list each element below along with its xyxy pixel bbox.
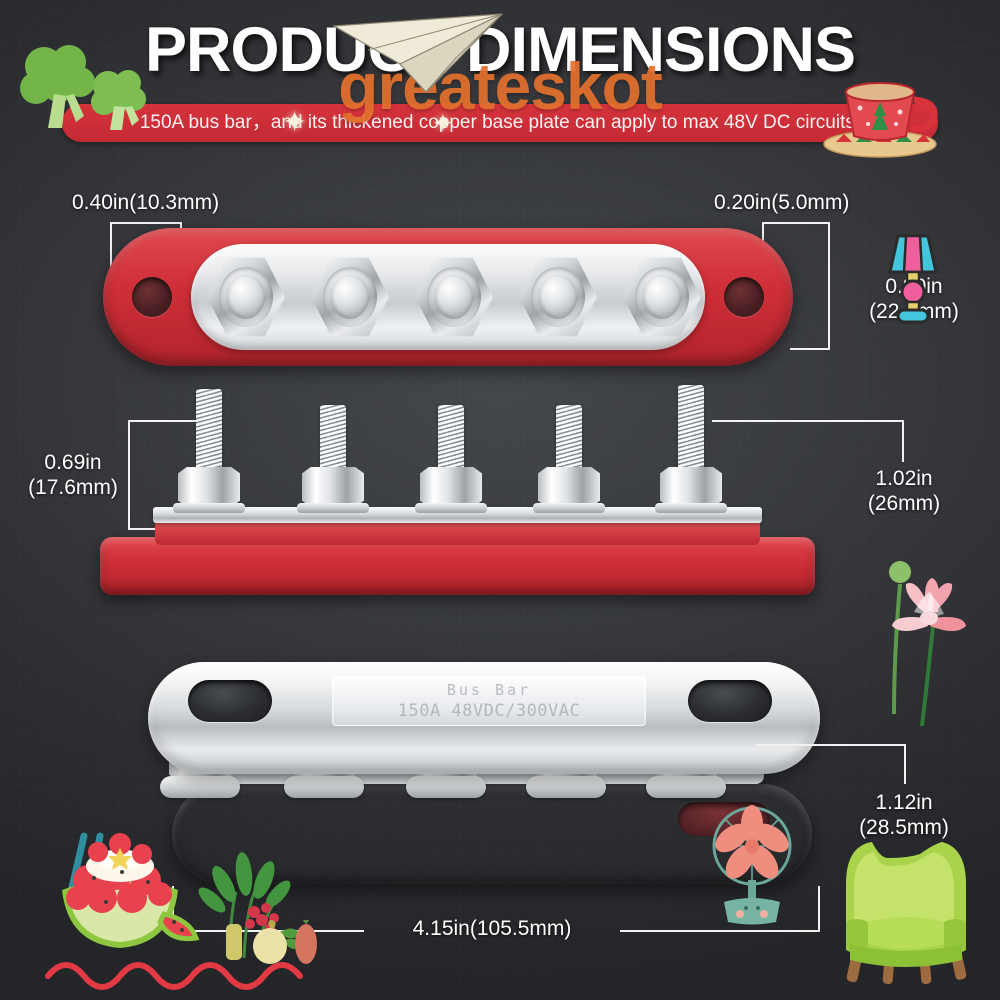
dimension-persp-right-line2: (28.5mm) <box>859 816 949 839</box>
dimension-side-left-line2: (17.6mm) <box>28 476 118 499</box>
dimension-label-side-left: 0.69in (17.6mm) <box>14 450 132 500</box>
stud-washer <box>415 503 487 513</box>
stud-hex-nut <box>302 467 364 507</box>
nut-dome <box>331 275 369 319</box>
leader-line-top-left-top <box>110 222 182 224</box>
subtitle-text: 150A bus bar，and its thickened copper ba… <box>139 112 861 133</box>
terminal-nut-5 <box>623 256 701 338</box>
perspective-hole-left <box>188 680 272 722</box>
leader-line-persp-right-vertical <box>904 744 906 784</box>
stud-washer <box>655 503 727 513</box>
nut-flange <box>526 776 606 798</box>
vegetables-icon <box>226 920 317 964</box>
dimension-top-height-line1: 0.90in <box>885 275 943 298</box>
nut-flange <box>406 776 486 798</box>
terminal-nut-1 <box>207 256 285 338</box>
stud-thread <box>678 385 704 467</box>
perspective-hole-right <box>688 680 772 722</box>
leader-line-side-right-vertical <box>902 420 904 462</box>
stud-thread <box>320 405 346 467</box>
stud-washer <box>173 503 245 513</box>
nut-dome <box>643 275 681 319</box>
dimension-label-top-left: 0.40in(10.3mm) <box>72 191 220 214</box>
perspective-mount-hole <box>678 802 770 836</box>
nut-flange <box>284 776 364 798</box>
watermark-text: greateskot <box>338 49 663 123</box>
terminal-nut-4 <box>519 256 597 338</box>
nut-dome <box>435 275 473 319</box>
leader-line-side-right <box>712 420 904 422</box>
leader-line-side-left-top <box>128 420 208 422</box>
stud-washer <box>297 503 369 513</box>
dimension-side-left-line1: 0.69in <box>44 451 102 474</box>
dimension-label-side-right: 1.02in (26mm) <box>828 466 980 516</box>
mounting-hole-right <box>724 277 764 317</box>
stud-hex-nut <box>660 467 722 507</box>
lotus-flower-icon <box>889 561 966 726</box>
product-top-view <box>103 228 793 366</box>
leader-line-width-left-bar <box>172 930 364 932</box>
mounting-hole-left <box>132 277 172 317</box>
dimension-side-right-line1: 1.02in <box>875 467 933 490</box>
product-side-view <box>100 385 815 595</box>
leader-line-top-left-outer <box>110 222 112 284</box>
stud-thread <box>556 405 582 467</box>
stud-thread <box>196 389 222 467</box>
leader-line-persp-right <box>756 744 906 746</box>
product-label-line1: Bus Bar <box>446 681 532 699</box>
dimension-label-top-height: 0.90in (22.8mm) <box>838 274 990 324</box>
leader-line-top-height-bottom <box>790 348 830 350</box>
dimension-persp-right-line1: 1.12in <box>875 791 933 814</box>
nut-flange <box>160 776 240 798</box>
dimension-label-persp-right: 1.12in (28.5mm) <box>828 790 980 840</box>
dimension-label-persp-width: 4.15in(105.5mm) <box>412 917 572 940</box>
terminal-nut-3 <box>415 256 493 338</box>
perspective-red-base <box>172 784 812 884</box>
leader-line-top-right-top <box>762 222 830 224</box>
leader-line-top-right-outer <box>828 222 830 350</box>
green-armchair-icon <box>846 842 967 985</box>
leader-line-width-right-bar <box>620 930 820 932</box>
header: PRODUCT DIMENSIONS 150A bus bar，and its … <box>0 0 1000 160</box>
dimension-top-height-line2: (22.8mm) <box>869 300 959 323</box>
product-label-line2: 150A 48VDC/300VAC <box>397 701 581 721</box>
terminal-nut-2 <box>311 256 389 338</box>
nut-dome <box>539 275 577 319</box>
product-perspective-view: Bus Bar 150A 48VDC/300VAC <box>148 662 820 902</box>
subtitle-bar: 150A bus bar，and its thickened copper ba… <box>62 104 938 142</box>
stud-hex-nut <box>420 467 482 507</box>
leader-line-side-left-vertical <box>128 420 130 530</box>
stud-hex-nut <box>538 467 600 507</box>
nut-dome <box>227 275 265 319</box>
side-view-red-upper <box>155 519 760 545</box>
dimension-side-right-line2: (26mm) <box>867 492 941 515</box>
stud-thread <box>438 405 464 467</box>
dimension-label-top-right: 0.20in(5.0mm) <box>714 191 850 214</box>
perspective-metal-body: Bus Bar 150A 48VDC/300VAC <box>148 662 820 774</box>
side-view-red-base <box>100 537 815 595</box>
red-wave-icon <box>45 962 303 990</box>
product-label-plate: Bus Bar 150A 48VDC/300VAC <box>332 676 646 726</box>
stud-washer <box>533 503 605 513</box>
leader-line-width-left <box>172 886 174 932</box>
stud-hex-nut <box>178 467 240 507</box>
leader-line-width-right <box>818 886 820 932</box>
nut-flange <box>646 776 726 798</box>
